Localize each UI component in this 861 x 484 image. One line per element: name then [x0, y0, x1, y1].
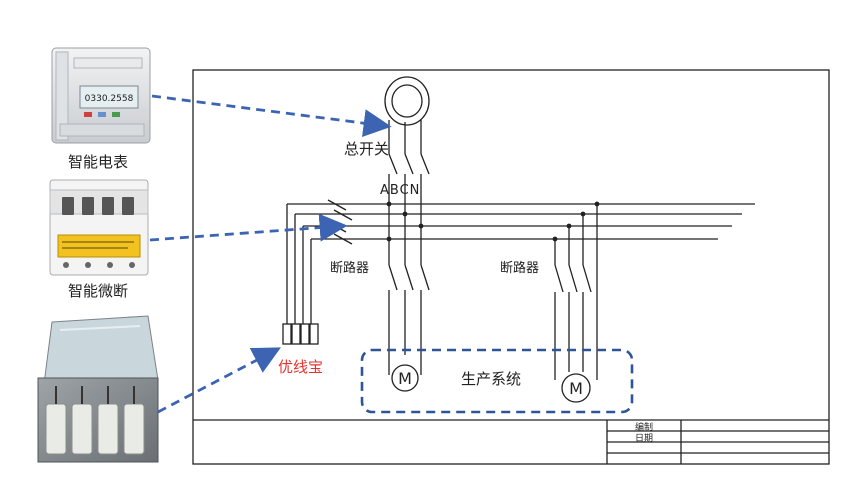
connector-arrows	[149, 94, 392, 414]
motor-1-symbol: M	[398, 369, 412, 388]
phase-labels: ABCN	[380, 183, 420, 198]
sensor-box-image	[37, 315, 159, 463]
junction-dots	[386, 201, 600, 242]
breaker-label-right: 断路器	[500, 260, 539, 276]
arrow-sensor-box-to-sensors	[157, 347, 281, 414]
sensor-box-label: 优线宝	[278, 358, 323, 376]
motor-2-symbol: M	[569, 379, 583, 398]
arrow-breaker-to-feeder	[149, 213, 348, 242]
smart-breaker-image	[49, 179, 149, 276]
smart-breaker-label: 智能微断	[68, 282, 128, 300]
production-system-group	[360, 348, 634, 414]
title-block-row1: 编制	[635, 421, 653, 433]
main-switch-label: 总开关	[344, 140, 389, 158]
meter-display-readout: 0330.2558	[85, 94, 134, 104]
title-block-row2: 日期	[635, 433, 653, 444]
arrow-meter-to-main-switch	[151, 94, 392, 138]
production-system-label: 生产系统	[461, 370, 521, 388]
breaker-label-left: 断路器	[330, 260, 369, 276]
smart-meter-label: 智能电表	[68, 153, 128, 171]
smart-meter-image: 0330.2558	[51, 47, 151, 144]
schematic-lines	[282, 76, 755, 403]
drawing-frame	[192, 69, 830, 465]
